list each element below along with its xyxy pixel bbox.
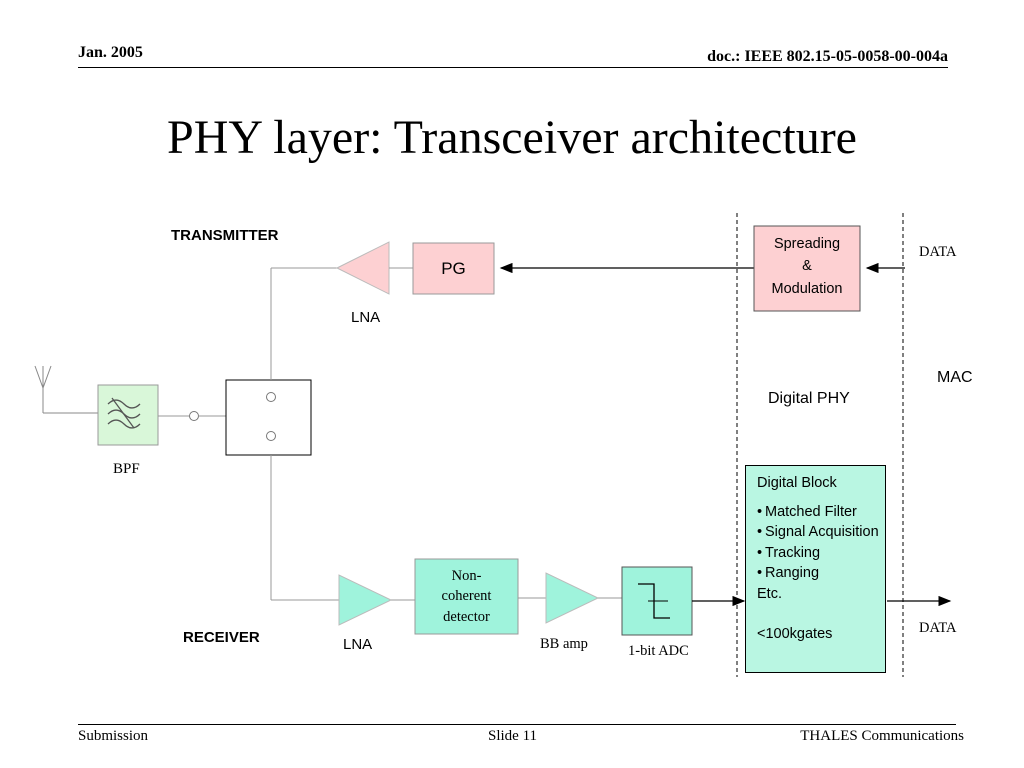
receiver-label: RECEIVER xyxy=(183,629,260,646)
bpf-block xyxy=(97,384,159,446)
footer-rule xyxy=(78,724,956,725)
switch-tx-contact xyxy=(266,392,276,402)
spreading-label: Spreading xyxy=(774,236,840,252)
detector-label-line1: Non- xyxy=(452,568,482,584)
rx-lna-label: LNA xyxy=(343,636,372,653)
bpf-filter-icon xyxy=(107,397,141,429)
header-rule xyxy=(78,67,948,68)
tx-lna-amplifier xyxy=(335,241,390,295)
spreading-ampersand: & xyxy=(802,258,812,274)
digital-block-item: Tracking xyxy=(757,543,879,564)
bb-amp-amplifier xyxy=(545,572,600,624)
mac-label: MAC xyxy=(937,369,973,386)
footer-submission: Submission xyxy=(78,728,149,744)
switch-input-node xyxy=(189,411,199,421)
digital-block: Digital Block Matched Filter Signal Acqu… xyxy=(745,465,886,673)
tr-switch-box xyxy=(225,379,312,456)
header-date: Jan. 2005 xyxy=(78,44,143,61)
transmitter-label: TRANSMITTER xyxy=(171,227,279,244)
digital-block-item: Ranging xyxy=(757,563,879,584)
digital-block-item: Matched Filter xyxy=(757,502,879,523)
digital-phy-label: Digital PHY xyxy=(768,390,850,407)
digital-block-etc: Etc. xyxy=(757,585,782,602)
modulation-label: Modulation xyxy=(772,281,843,297)
bb-amp-label: BB amp xyxy=(540,636,588,652)
data-out-label: DATA xyxy=(919,620,957,636)
detector-label-line2: coherent xyxy=(442,588,492,604)
pg-block xyxy=(412,242,495,295)
rx-lna-amplifier xyxy=(338,574,393,626)
tx-lna-label: LNA xyxy=(351,309,380,326)
bpf-label: BPF xyxy=(113,461,140,477)
header-doc-id: doc.: IEEE 802.15-05-0058-00-004a xyxy=(707,48,948,65)
footer-slide-number: Slide 11 xyxy=(488,728,538,744)
digital-block-gate-count: <100kgates xyxy=(757,626,833,642)
digital-block-list: Matched Filter Signal Acquisition Tracki… xyxy=(757,502,879,584)
footer-company: THALES Communications xyxy=(800,728,964,744)
spreading-modulation-block xyxy=(753,225,861,312)
noncoherent-detector-block xyxy=(414,558,519,635)
pg-label: PG xyxy=(441,259,466,278)
digital-block-item: Signal Acquisition xyxy=(757,522,879,543)
slide-title: PHY layer: Transceiver architecture xyxy=(167,111,857,164)
adc-label: 1-bit ADC xyxy=(628,643,689,659)
antenna-icon xyxy=(34,365,98,414)
detector-label-line3: detector xyxy=(443,609,490,625)
digital-block-title: Digital Block xyxy=(757,475,837,491)
data-in-label: DATA xyxy=(919,244,957,260)
switch-rx-contact xyxy=(266,431,276,441)
